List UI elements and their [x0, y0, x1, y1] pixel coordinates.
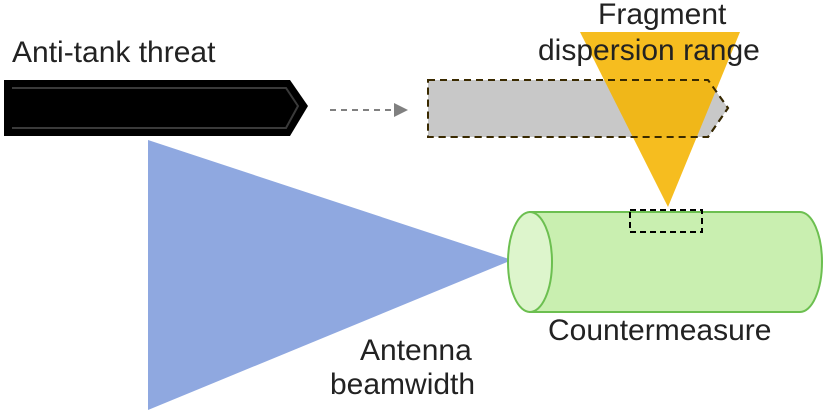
label-threat: Anti-tank threat: [12, 36, 216, 69]
threat-projectile: [4, 80, 308, 136]
motion-arrow-head: [394, 103, 408, 117]
label-countermeasure: Countermeasure: [548, 314, 772, 347]
threat-bevel-highlight: [12, 87, 300, 129]
label-antenna-line2: beamwidth: [330, 368, 476, 401]
countermeasure-body: [529, 211, 823, 313]
label-fragment-line1: Fragment: [598, 0, 727, 31]
antenna-beam: [148, 140, 512, 410]
countermeasure-end-cap: [507, 211, 553, 313]
label-fragment-line2: dispersion range: [538, 34, 760, 67]
label-antenna-line1: Antenna: [360, 334, 472, 367]
predicted-threat-outline: [427, 79, 730, 138]
fragment-dispersion-cone: [580, 32, 740, 207]
impact-zone: [629, 209, 703, 233]
